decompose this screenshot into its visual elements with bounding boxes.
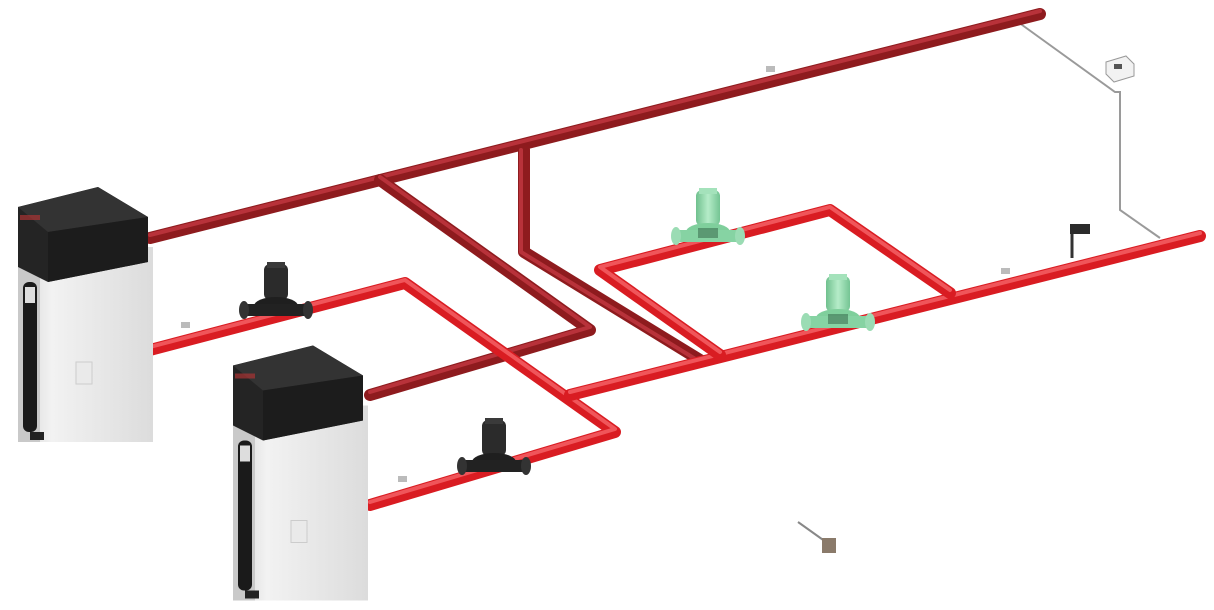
outdoor-sensor-icon [1070,224,1090,258]
boiler-pump-1 [239,262,313,319]
supply-branch-boiler-2 [364,174,596,401]
system-pump-2 [801,274,875,331]
sensor-icon [797,521,836,553]
sensor-icon [766,66,775,72]
system-pump-1 [671,188,745,245]
control-wiring [1017,21,1161,239]
sensor-icon [181,322,190,328]
controller-icon [1105,55,1135,83]
sensor-icon [1001,268,1010,274]
sensor-icon [398,476,407,482]
supply-branch-secondary [518,144,706,366]
boiler-1 [18,187,153,442]
return-header-pipe [564,230,1206,401]
temperature-sensors [181,66,1010,482]
boiler-2 [233,344,368,602]
boiler-pump-2 [457,418,531,475]
supply-header-pipe [144,8,1046,244]
